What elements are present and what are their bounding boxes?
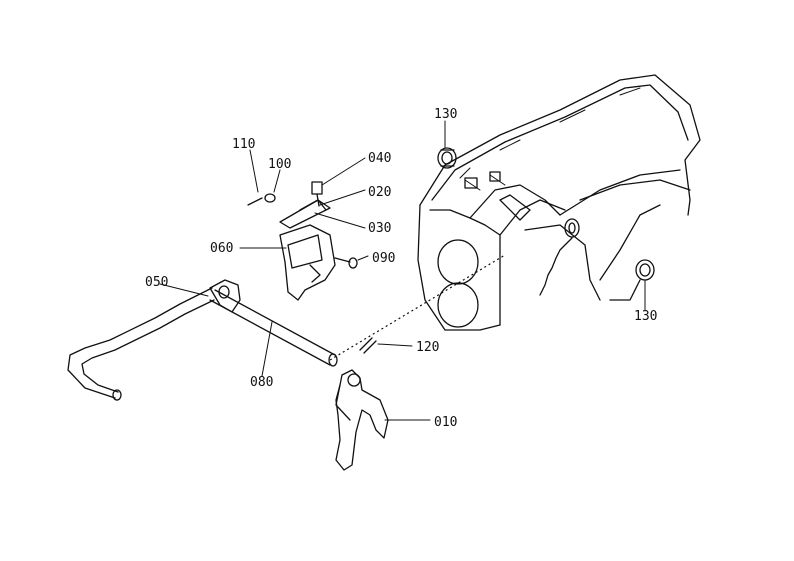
callout-labels: 110 100 040 020 030 060 090 050 080 120 … bbox=[145, 107, 657, 430]
transmission-case bbox=[417, 74, 701, 331]
bracket-060 bbox=[279, 224, 336, 301]
callout-130-upper: 130 bbox=[434, 107, 457, 122]
callout-010: 010 bbox=[434, 415, 457, 430]
callout-130-lower: 130 bbox=[634, 309, 657, 324]
callout-100: 100 bbox=[268, 157, 291, 172]
callout-030: 030 bbox=[368, 221, 391, 236]
bolt-040 bbox=[311, 181, 323, 207]
shift-rod-080 bbox=[209, 254, 506, 367]
spring-020 bbox=[299, 199, 327, 211]
callout-060: 060 bbox=[210, 241, 233, 256]
oil-seal-130-lower bbox=[635, 259, 655, 281]
callout-040: 040 bbox=[368, 151, 391, 166]
bolt-090 bbox=[334, 257, 358, 269]
spring-pin-120 bbox=[359, 337, 377, 354]
pin-110 bbox=[247, 197, 263, 206]
oil-seal-130-upper bbox=[437, 147, 457, 169]
leader-lines bbox=[159, 120, 646, 421]
shift-lever-050 bbox=[67, 279, 241, 401]
callout-080: 080 bbox=[250, 375, 273, 390]
callout-090: 090 bbox=[372, 251, 395, 266]
oil-seal-mid bbox=[564, 218, 580, 238]
callout-120: 120 bbox=[416, 340, 439, 355]
callout-110: 110 bbox=[232, 137, 255, 152]
washer-100 bbox=[264, 193, 276, 203]
shift-fork-010 bbox=[335, 369, 389, 471]
callout-050: 050 bbox=[145, 275, 168, 290]
callout-020: 020 bbox=[368, 185, 391, 200]
